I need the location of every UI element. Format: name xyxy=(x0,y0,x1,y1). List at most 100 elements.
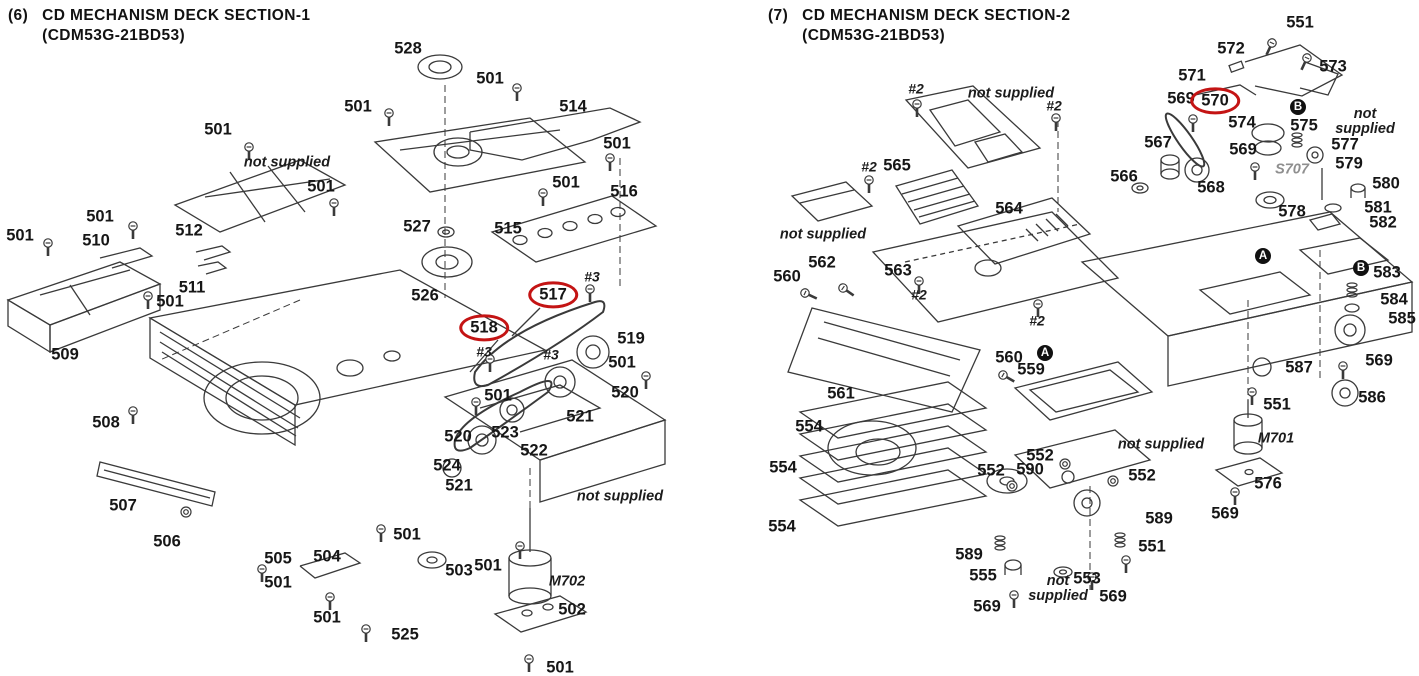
assembly-marker-b: B xyxy=(1353,260,1369,276)
part-label: 551 xyxy=(1263,395,1291,414)
part-label: 501 xyxy=(307,177,335,196)
part-label: 509 xyxy=(51,345,79,364)
part-label: not supplied xyxy=(1028,572,1088,604)
part-label: 563 xyxy=(884,261,912,280)
part-label: 559 xyxy=(1017,360,1045,379)
section-2-title: (7) CD MECHANISM DECK SECTION-2 (CDM53G-… xyxy=(768,6,1070,46)
part-label: #3 xyxy=(476,343,492,360)
part-label: 582 xyxy=(1369,213,1397,232)
assembly-marker-a: A xyxy=(1255,248,1271,264)
part-label: 560 xyxy=(995,348,1023,367)
part-label: 573 xyxy=(1319,57,1347,76)
part-label: 552 xyxy=(1128,466,1156,485)
part-label: 571 xyxy=(1178,66,1206,85)
part-label: 508 xyxy=(92,413,120,432)
part-label: 569 xyxy=(1365,351,1393,370)
part-label: 553 xyxy=(1073,569,1101,588)
part-label: 567 xyxy=(1144,133,1172,152)
part-label: 568 xyxy=(1197,178,1225,197)
part-label: 586 xyxy=(1358,388,1386,407)
highlighted-part-label-517: 517 xyxy=(528,281,578,309)
part-label: 519 xyxy=(617,329,645,348)
part-label: 501 xyxy=(546,658,574,676)
part-label: 566 xyxy=(1110,167,1138,186)
part-label: 552 xyxy=(1026,446,1054,465)
part-label: 523 xyxy=(491,423,519,442)
part-label: 569 xyxy=(1229,140,1257,159)
section-1-number: (6) xyxy=(8,7,29,24)
part-label: 569 xyxy=(973,597,1001,616)
part-label: 501 xyxy=(204,120,232,139)
part-label: not supplied xyxy=(1335,105,1395,137)
part-label: 501 xyxy=(6,226,34,245)
part-label: 526 xyxy=(411,286,439,305)
part-label: not supplied xyxy=(243,154,331,171)
part-label: 560 xyxy=(773,267,801,286)
part-label: 528 xyxy=(394,39,422,58)
part-label: 575 xyxy=(1290,116,1318,135)
part-label: 562 xyxy=(808,253,836,272)
section-1-subtitle: (CDM53G-21BD53) xyxy=(42,27,186,45)
part-label: not supplied xyxy=(779,226,867,243)
part-label: 522 xyxy=(520,441,548,460)
section-2-subtitle: (CDM53G-21BD53) xyxy=(802,27,946,45)
part-label: 554 xyxy=(768,517,796,536)
part-label: 569 xyxy=(1211,504,1239,523)
part-label: 504 xyxy=(313,547,341,566)
assembly-marker-b: B xyxy=(1290,99,1306,115)
part-label: 576 xyxy=(1254,474,1282,493)
part-label: 561 xyxy=(827,384,855,403)
part-label: #3 xyxy=(584,268,600,285)
part-label: 585 xyxy=(1388,309,1416,328)
part-label: 589 xyxy=(955,545,983,564)
part-label: 577 xyxy=(1331,135,1359,154)
part-label: 512 xyxy=(175,221,203,240)
part-label: 501 xyxy=(608,353,636,372)
part-label: 525 xyxy=(391,625,419,644)
part-label: #3 xyxy=(543,346,559,363)
highlighted-part-label-518: 518 xyxy=(459,314,509,342)
part-label: 578 xyxy=(1278,202,1306,221)
part-label: 515 xyxy=(494,219,522,238)
part-label: #2 xyxy=(1029,312,1045,329)
section-2-heading: CD MECHANISM DECK SECTION-2 xyxy=(802,7,1071,24)
part-label: 527 xyxy=(403,217,431,236)
part-label: 505 xyxy=(264,549,292,568)
part-label: 521 xyxy=(566,407,594,426)
part-label: 501 xyxy=(86,207,114,226)
part-label: 580 xyxy=(1372,174,1400,193)
part-label: M701 xyxy=(1257,430,1295,447)
part-label: 501 xyxy=(476,69,504,88)
part-label: 502 xyxy=(558,600,586,619)
part-label: M702 xyxy=(548,573,586,590)
section-1-title: (6) CD MECHANISM DECK SECTION-1 (CDM53G-… xyxy=(8,6,310,46)
part-label: 511 xyxy=(178,278,206,297)
part-label: 554 xyxy=(769,458,797,477)
part-label: not supplied xyxy=(576,488,664,505)
part-label: 503 xyxy=(445,561,473,580)
part-label: 514 xyxy=(559,97,587,116)
part-label: 501 xyxy=(264,573,292,592)
highlighted-part-label-570: 570 xyxy=(1190,87,1240,115)
part-label: 501 xyxy=(344,97,372,116)
part-label: #2 xyxy=(1046,97,1062,114)
part-label: 501 xyxy=(393,525,421,544)
part-label: 506 xyxy=(153,532,181,551)
part-label: 524 xyxy=(433,456,461,475)
part-label: 587 xyxy=(1285,358,1313,377)
part-label: #2 xyxy=(908,80,924,97)
part-label: 572 xyxy=(1217,39,1245,58)
part-label: 507 xyxy=(109,496,137,515)
part-label: 501 xyxy=(603,134,631,153)
part-label: 520 xyxy=(444,427,472,446)
part-label: 569 xyxy=(1099,587,1127,606)
part-label: 583 xyxy=(1373,263,1401,282)
part-label: 574 xyxy=(1228,113,1256,132)
part-label: 565 xyxy=(883,156,911,175)
part-label: 501 xyxy=(474,556,502,575)
part-label: 521 xyxy=(445,476,473,495)
part-label: 501 xyxy=(156,292,184,311)
